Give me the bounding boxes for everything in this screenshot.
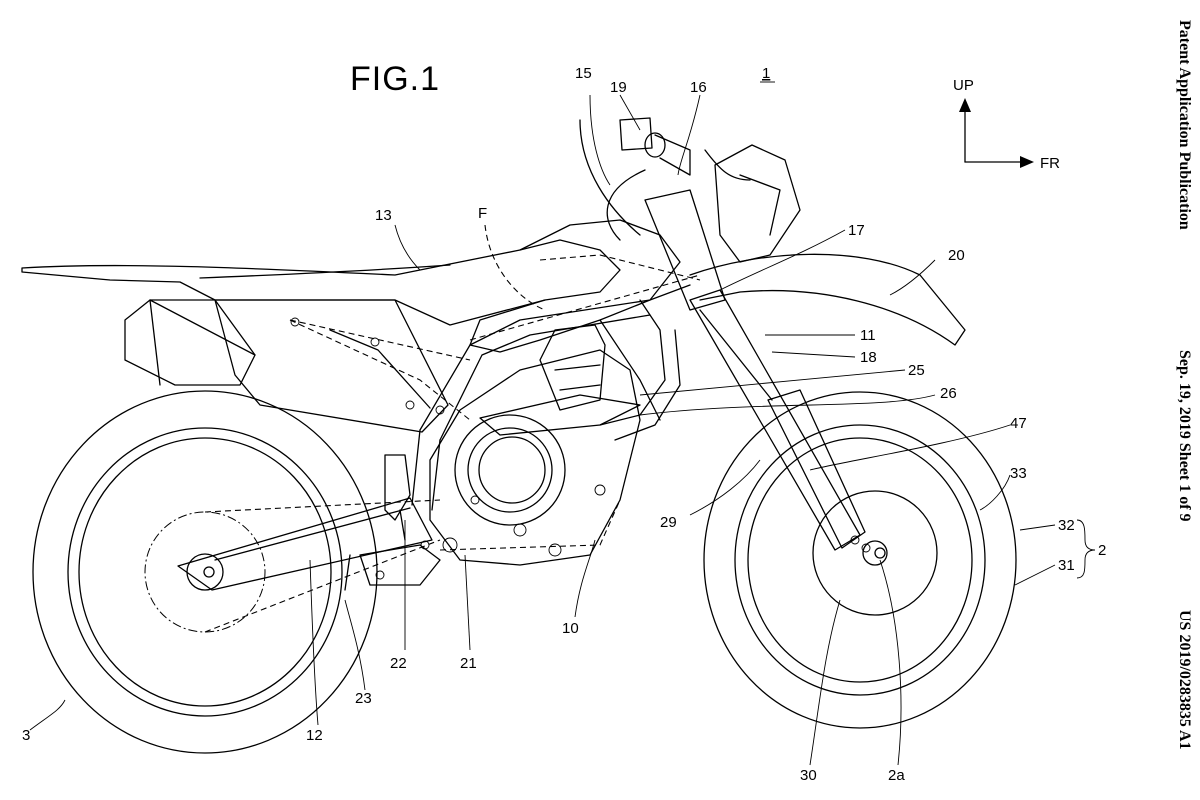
front-fork (644, 189, 871, 553)
ref-18: 18 (860, 349, 877, 366)
ref-22: 22 (390, 655, 407, 672)
ref-11: 11 (860, 327, 876, 344)
patent-header: Patent Application Publication Sep. 19, … (1176, 20, 1193, 750)
ref-13: 13 (375, 207, 392, 224)
ref-17: 17 (848, 222, 865, 239)
ref-10: 10 (562, 620, 579, 637)
ref-16: 16 (690, 79, 707, 96)
direction-indicator (959, 98, 1034, 168)
ref-47: 47 (1010, 415, 1027, 432)
rear-suspension-link (359, 454, 441, 586)
ref-33: 33 (1010, 465, 1027, 482)
ref-30: 30 (800, 767, 817, 784)
ref-26: 26 (940, 385, 957, 402)
ref-3: 3 (22, 727, 30, 744)
header-publication: Patent Application Publication (1176, 20, 1193, 230)
ref-F: F (478, 205, 487, 222)
exhaust-pipe (599, 299, 681, 441)
ref-23: 23 (355, 690, 372, 707)
direction-forward-label: FR (1040, 155, 1060, 172)
front-wheel (703, 391, 1017, 729)
ref-2: 2 (1098, 542, 1106, 559)
header-date-sheet: Sep. 19, 2019 Sheet 1 of 9 (1176, 350, 1193, 522)
ref-29: 29 (660, 514, 677, 531)
fuel-tank-shroud (469, 219, 701, 421)
handlebar (579, 117, 751, 241)
ref-20: 20 (948, 247, 965, 264)
figure-title: FIG.1 (350, 60, 440, 98)
ref-2a: 2a (888, 767, 905, 784)
ref-19: 19 (610, 79, 627, 96)
up-arrow-icon (959, 98, 971, 112)
muffler (124, 299, 256, 386)
rear-wheel (32, 390, 378, 754)
ref-25: 25 (908, 362, 925, 379)
ref-31: 31 (1058, 557, 1075, 574)
leader-lines (29, 94, 1056, 766)
forward-arrow-icon (1020, 156, 1034, 168)
swing-arm (177, 497, 441, 633)
ref-32: 32 (1058, 517, 1075, 534)
seat-and-rear-fender (21, 239, 621, 326)
ref-15: 15 (575, 65, 592, 82)
ref-12: 12 (306, 727, 323, 744)
engine (429, 324, 641, 566)
bracket-2 (1076, 519, 1096, 579)
rear-frame-and-side-cover (214, 299, 471, 433)
ref-21: 21 (460, 655, 477, 672)
headlight-cover (714, 144, 801, 263)
header-number: US 2019/0283835 A1 (1176, 610, 1193, 750)
front-fender (689, 253, 966, 346)
direction-up-label: UP (953, 77, 974, 94)
ref-main: 1 (762, 65, 770, 82)
